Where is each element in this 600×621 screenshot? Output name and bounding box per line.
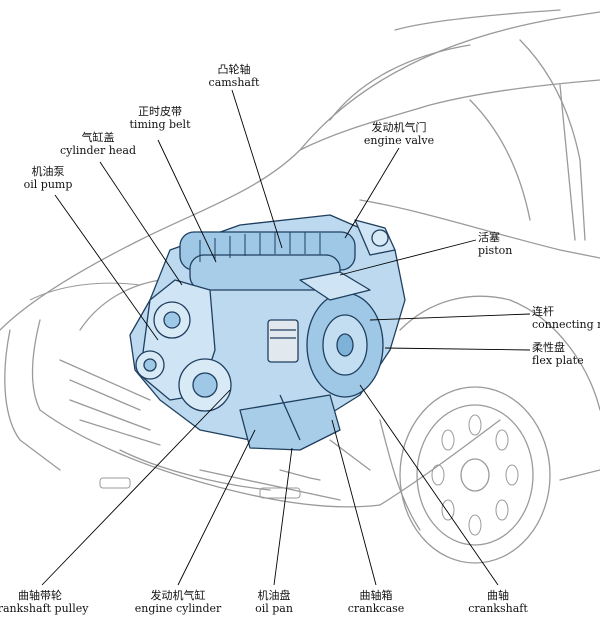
label-flex-plate-zh: 柔性盘 (532, 341, 565, 354)
leader-crankshaft (359, 384, 499, 586)
label-crankshaft-en: crankshaft (468, 601, 528, 615)
label-camshaft: 凸轮轴 camshaft (208, 63, 260, 89)
label-oil-pump: 机油泵 oil pump (23, 165, 73, 191)
engine-assembly (129, 214, 406, 451)
label-crankshaft-pulley: 曲轴带轮 crankshaft pulley (0, 589, 89, 615)
leader-engine-cylinder (177, 429, 256, 586)
leader-lines (41, 89, 531, 586)
label-oil-pan-en: oil pan (255, 601, 293, 615)
label-crankshaft-pulley-en: crankshaft pulley (0, 601, 89, 615)
leader-engine-valve (344, 147, 400, 239)
label-cylinder-head-zh: 气缸盖 (81, 131, 115, 144)
label-oil-pan: 机油盘 oil pan (255, 589, 293, 615)
label-connecting-rod-zh: 连杆 (532, 305, 554, 318)
label-crankcase: 曲轴箱 crankcase (347, 589, 405, 615)
label-engine-valve-en: engine valve (363, 133, 435, 147)
label-oil-pan-zh: 机油盘 (257, 589, 291, 602)
label-engine-cylinder-zh: 发动机气缸 (150, 589, 206, 602)
label-camshaft-en: camshaft (208, 75, 260, 89)
leader-crankshaft-pulley (41, 389, 231, 586)
label-cylinder-head-en: cylinder head (60, 143, 136, 157)
label-timing-belt-zh: 正时皮带 (138, 105, 182, 118)
bumper-details (29, 282, 301, 499)
label-crankshaft-zh: 曲轴 (486, 589, 509, 602)
label-crankshaft-pulley-zh: 曲轴带轮 (17, 589, 62, 602)
label-connecting-rod: 连杆 connecting rod (532, 305, 600, 331)
label-engine-valve-zh: 发动机气门 (371, 121, 427, 134)
label-crankcase-zh: 曲轴箱 (359, 589, 393, 602)
label-engine-cylinder: 发动机气缸 engine cylinder (134, 589, 222, 615)
car-outline (0, 9, 600, 531)
label-piston-en: piston (478, 243, 513, 257)
label-cylinder-head: 气缸盖 cylinder head (60, 131, 136, 157)
label-flex-plate-en: flex plate (532, 353, 584, 367)
label-oil-pump-zh: 机油泵 (31, 165, 65, 178)
leader-cylinder-head (99, 161, 183, 286)
leader-piston (339, 239, 477, 276)
label-connecting-rod-en: connecting rod (532, 317, 600, 331)
label-flex-plate: 柔性盘 flex plate (532, 341, 584, 367)
label-camshaft-zh: 凸轮轴 (217, 63, 251, 76)
leader-connecting-rod (369, 313, 531, 321)
leader-timing-belt (157, 139, 217, 263)
label-engine-cylinder-en: engine cylinder (134, 601, 222, 615)
leader-camshaft (231, 89, 283, 249)
front-wheel (399, 386, 551, 564)
label-timing-belt-en: timing belt (129, 117, 191, 131)
label-engine-valve: 发动机气门 engine valve (363, 121, 435, 147)
label-piston: 活塞 piston (478, 231, 513, 257)
label-crankshaft: 曲轴 crankshaft (468, 589, 528, 615)
label-crankcase-en: crankcase (347, 601, 405, 615)
leader-oil-pump (54, 194, 159, 341)
label-piston-zh: 活塞 (478, 231, 500, 244)
leader-oil-pan (273, 447, 293, 586)
label-timing-belt: 正时皮带 timing belt (129, 105, 191, 131)
leader-flex-plate (384, 347, 531, 351)
label-oil-pump-en: oil pump (23, 177, 73, 191)
leader-crankcase (331, 419, 377, 586)
